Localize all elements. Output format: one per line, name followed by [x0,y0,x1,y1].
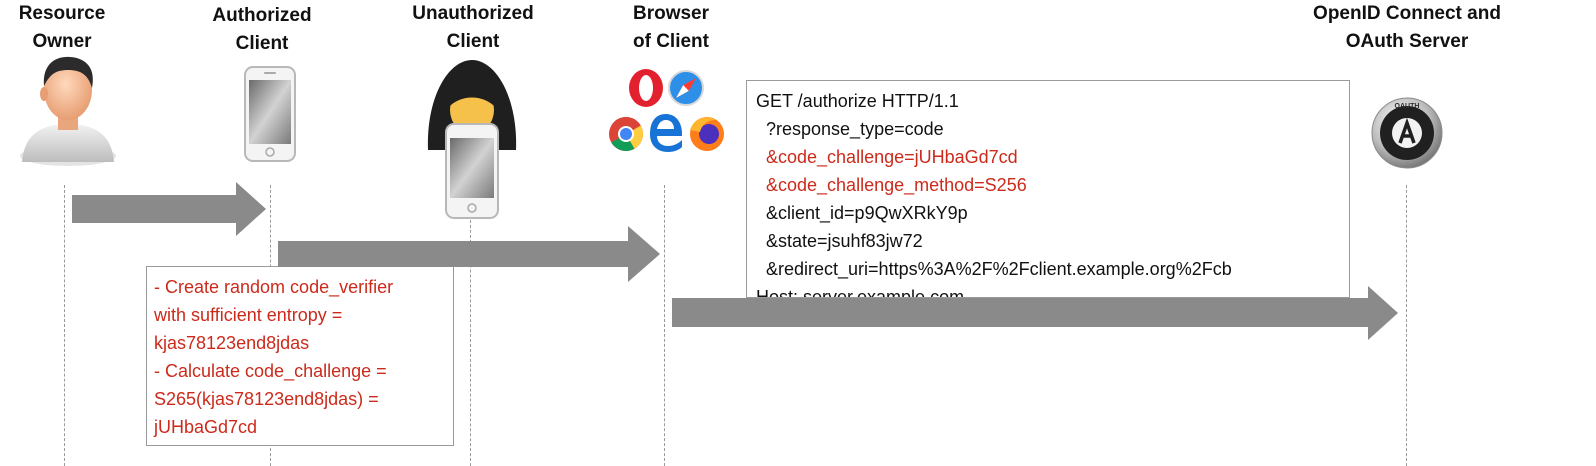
oauth-logo-icon: OAUTH [1371,97,1443,169]
firefox-icon [690,117,724,151]
lifeline-resource-owner [64,185,65,466]
smartphone-icon [244,66,296,162]
note-line: kjas78123end8jdas [154,333,310,353]
safari-icon [668,70,704,106]
arrow-owner-to-client [72,182,266,236]
note-line: jUHbaGd7cd [154,417,258,437]
chrome-icon [609,117,643,151]
request-line: ?response_type=code [756,119,944,139]
person-icon [20,56,116,166]
code-verifier-note: - Create random code_verifier with suffi… [146,266,454,446]
note-line: - Create random code_verifier [154,277,394,297]
request-line: GET /authorize HTTP/1.1 [756,91,959,111]
authorize-request-box: GET /authorize HTTP/1.1 ?response_type=c… [746,80,1350,298]
note-line: S265(kjas78123end8jdas) = [154,389,379,409]
note-line: - Calculate code_challenge = [154,361,387,381]
browser-logos-group [609,69,724,152]
lifeline-oauth-server [1406,185,1407,466]
request-line: &redirect_uri=https%3A%2F%2Fclient.examp… [756,259,1232,279]
actor-label-authorized-client: Authorized Client [212,5,312,54]
actor-label-browser: Browser of Client [632,3,710,52]
opera-icon [629,69,663,107]
request-line: Host: server.example.com [756,287,965,298]
edge-icon [650,114,682,152]
note-line: with sufficient entropy = [154,305,343,325]
browser-icons [606,66,732,156]
oauth-logo-text: OAUTH [1395,103,1420,110]
actor-label-oauth-server: OpenID Connect and OAuth Server [1313,3,1501,52]
actor-label-resource-owner: Resource Owner [18,3,106,52]
lifeline-unauthorized-client [470,220,471,466]
request-line-highlight: &code_challenge=jUHbaGd7cd [756,147,1018,167]
lifeline-browser [664,185,665,466]
request-line-highlight: &code_challenge_method=S256 [756,175,1027,195]
actor-label-unauthorized-client: Unauthorized Client [412,3,534,52]
hacker-icon [427,60,517,219]
request-line: &state=jsuhf83jw72 [756,231,923,251]
request-line: &client_id=p9QwXRkY9p [756,203,968,223]
